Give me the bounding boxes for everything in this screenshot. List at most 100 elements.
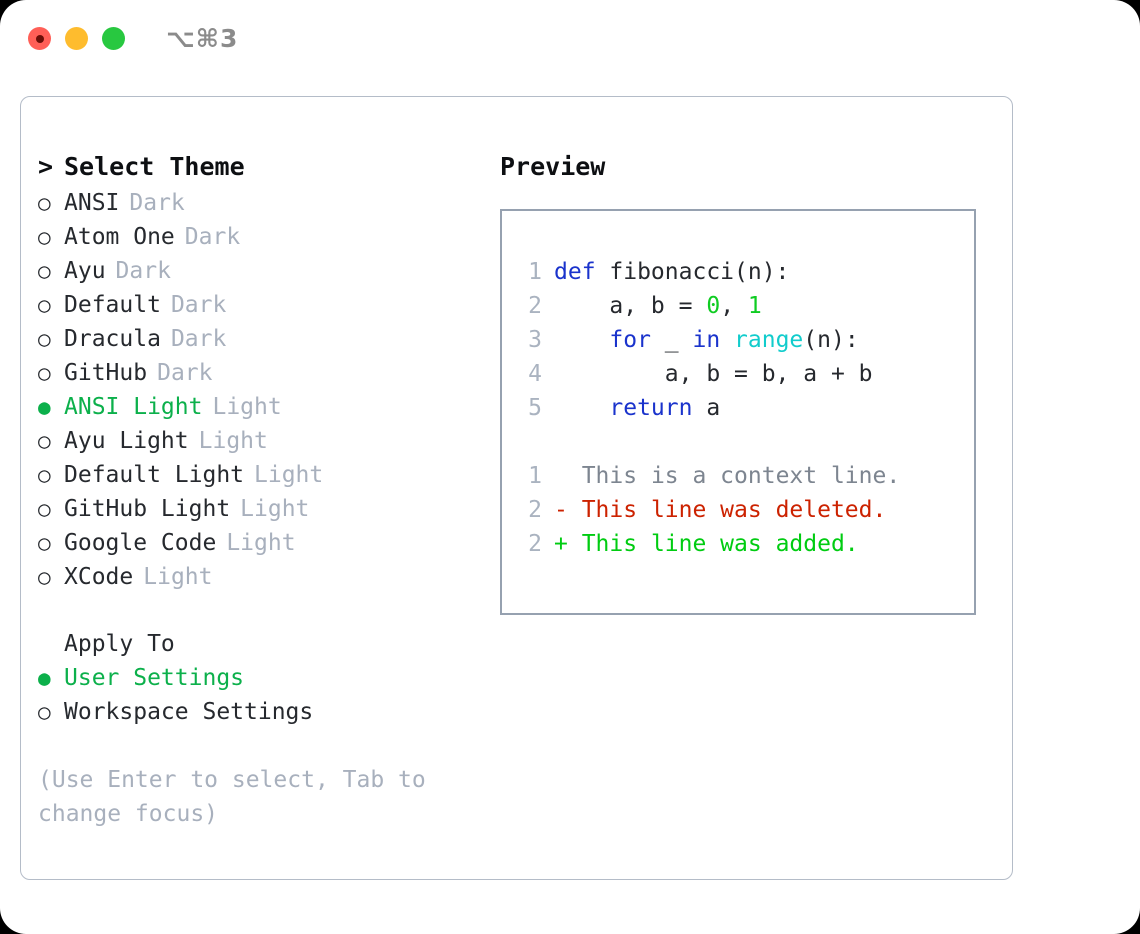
theme-list-item[interactable]: ○ Default Light Light xyxy=(38,458,488,492)
code-token: a, b = b, a + b xyxy=(554,361,873,387)
line-number: 2 xyxy=(528,531,542,557)
code-token: a xyxy=(692,395,721,421)
diff-marker: + xyxy=(554,531,568,557)
code-token xyxy=(554,395,609,421)
code-line: 4 a, b = b, a + b xyxy=(502,357,974,391)
apply-to-label: User Settings xyxy=(64,665,245,691)
code-token: for xyxy=(609,327,651,353)
apply-to-option[interactable]: ○ Workspace Settings xyxy=(38,695,488,729)
diff-line: 2 + This line was added. xyxy=(502,527,974,561)
diff-text: This is a context line. xyxy=(567,463,901,489)
radio-unselected-icon: ○ xyxy=(38,361,51,385)
theme-mode: Dark xyxy=(170,292,227,318)
radio-unselected-icon: ○ xyxy=(38,463,51,487)
theme-mode: Dark xyxy=(129,190,185,216)
theme-name: Atom One xyxy=(64,224,175,250)
radio-unselected-icon: ○ xyxy=(38,429,51,453)
diff-sample: 1 This is a context line.2- This line wa… xyxy=(502,459,974,561)
theme-name: XCode xyxy=(64,564,134,590)
code-line: 1 def fibonacci(n): xyxy=(502,255,974,289)
diff-line: 2- This line was deleted. xyxy=(502,493,974,527)
code-line: 2 a, b = 0, 1 xyxy=(502,289,974,323)
keyboard-hint-text: (Use Enter to select, Tab to change focu… xyxy=(38,767,426,827)
title-bar: ⌥⌘3 xyxy=(0,0,1140,78)
theme-list-item[interactable]: ○ GitHub Dark xyxy=(38,356,488,390)
theme-name: Ayu Light xyxy=(64,428,189,454)
code-line: 5 return a xyxy=(502,391,974,425)
theme-mode: Dark xyxy=(184,224,241,250)
code-token: a, b = xyxy=(554,293,707,319)
radio-unselected-icon: ○ xyxy=(38,497,51,521)
theme-list-item[interactable]: ○ Ayu Light Light xyxy=(38,424,488,458)
line-number: 1 xyxy=(528,463,542,489)
line-number: 2 xyxy=(528,497,542,523)
theme-name: ANSI xyxy=(64,190,120,216)
theme-list-header: > Select Theme xyxy=(38,148,488,186)
theme-name: Ayu xyxy=(64,258,106,284)
theme-mode: Light xyxy=(240,496,310,522)
code-token: fibonacci(n): xyxy=(609,259,790,285)
theme-mode: Light xyxy=(254,462,324,488)
apply-to-header: Apply To xyxy=(64,631,175,657)
theme-list-item[interactable]: ○ ANSI Dark xyxy=(38,186,488,220)
theme-mode: Light xyxy=(212,394,282,420)
radio-unselected-icon: ○ xyxy=(38,531,51,555)
theme-list-item[interactable]: ○ GitHub Light Light xyxy=(38,492,488,526)
code-token xyxy=(554,327,609,353)
theme-name: ANSI Light xyxy=(64,394,203,420)
code-token: 0 xyxy=(706,293,721,319)
theme-name: Dracula xyxy=(64,326,161,352)
code-token: , xyxy=(720,293,748,319)
theme-mode: Dark xyxy=(115,258,171,284)
line-number: 1 xyxy=(528,259,542,285)
apply-to-radio-group[interactable]: ● User Settings ○ Workspace Settings xyxy=(38,661,488,729)
theme-mode: Dark xyxy=(170,326,227,352)
theme-name: GitHub Light xyxy=(64,496,231,522)
apply-to-label: Workspace Settings xyxy=(64,699,314,725)
code-token: (n): xyxy=(803,327,859,353)
diff-text: This line was deleted. xyxy=(567,497,887,523)
diff-marker xyxy=(554,463,568,489)
theme-name: GitHub xyxy=(64,360,148,386)
traffic-light-group xyxy=(28,27,125,50)
theme-list-item[interactable]: ● ANSI Light Light xyxy=(38,390,488,424)
diff-marker: - xyxy=(554,497,568,523)
page-title: Select Theme xyxy=(64,152,245,181)
theme-list-item[interactable]: ○ Dracula Dark xyxy=(38,322,488,356)
radio-selected-icon: ● xyxy=(38,395,51,419)
diff-line: 1 This is a context line. xyxy=(502,459,974,493)
theme-mode: Dark xyxy=(157,360,213,386)
keyboard-shortcut-label: ⌥⌘3 xyxy=(166,24,239,53)
theme-name: Default xyxy=(64,292,161,318)
diff-text: This line was added. xyxy=(567,531,859,557)
theme-list-item[interactable]: ○ Ayu Dark xyxy=(38,254,488,288)
code-token: def xyxy=(554,259,610,285)
theme-name: Default Light xyxy=(64,462,245,488)
radio-unselected-icon: ○ xyxy=(38,191,51,215)
theme-mode: Light xyxy=(198,428,268,454)
radio-unselected-icon: ○ xyxy=(38,700,51,724)
radio-unselected-icon: ○ xyxy=(38,327,51,351)
zoom-button[interactable] xyxy=(102,27,125,50)
code-token: range xyxy=(734,327,804,353)
line-number: 2 xyxy=(528,293,542,319)
code-token: return xyxy=(609,395,693,421)
close-button[interactable] xyxy=(28,27,51,50)
apply-to-option[interactable]: ● User Settings xyxy=(38,661,488,695)
radio-selected-icon: ● xyxy=(38,666,51,690)
code-token: in xyxy=(692,327,721,353)
radio-unselected-icon: ○ xyxy=(38,259,51,283)
code-token: 1 xyxy=(747,293,762,319)
minimize-button[interactable] xyxy=(65,27,88,50)
theme-mode: Light xyxy=(143,564,213,590)
caret-icon: > xyxy=(38,152,54,181)
